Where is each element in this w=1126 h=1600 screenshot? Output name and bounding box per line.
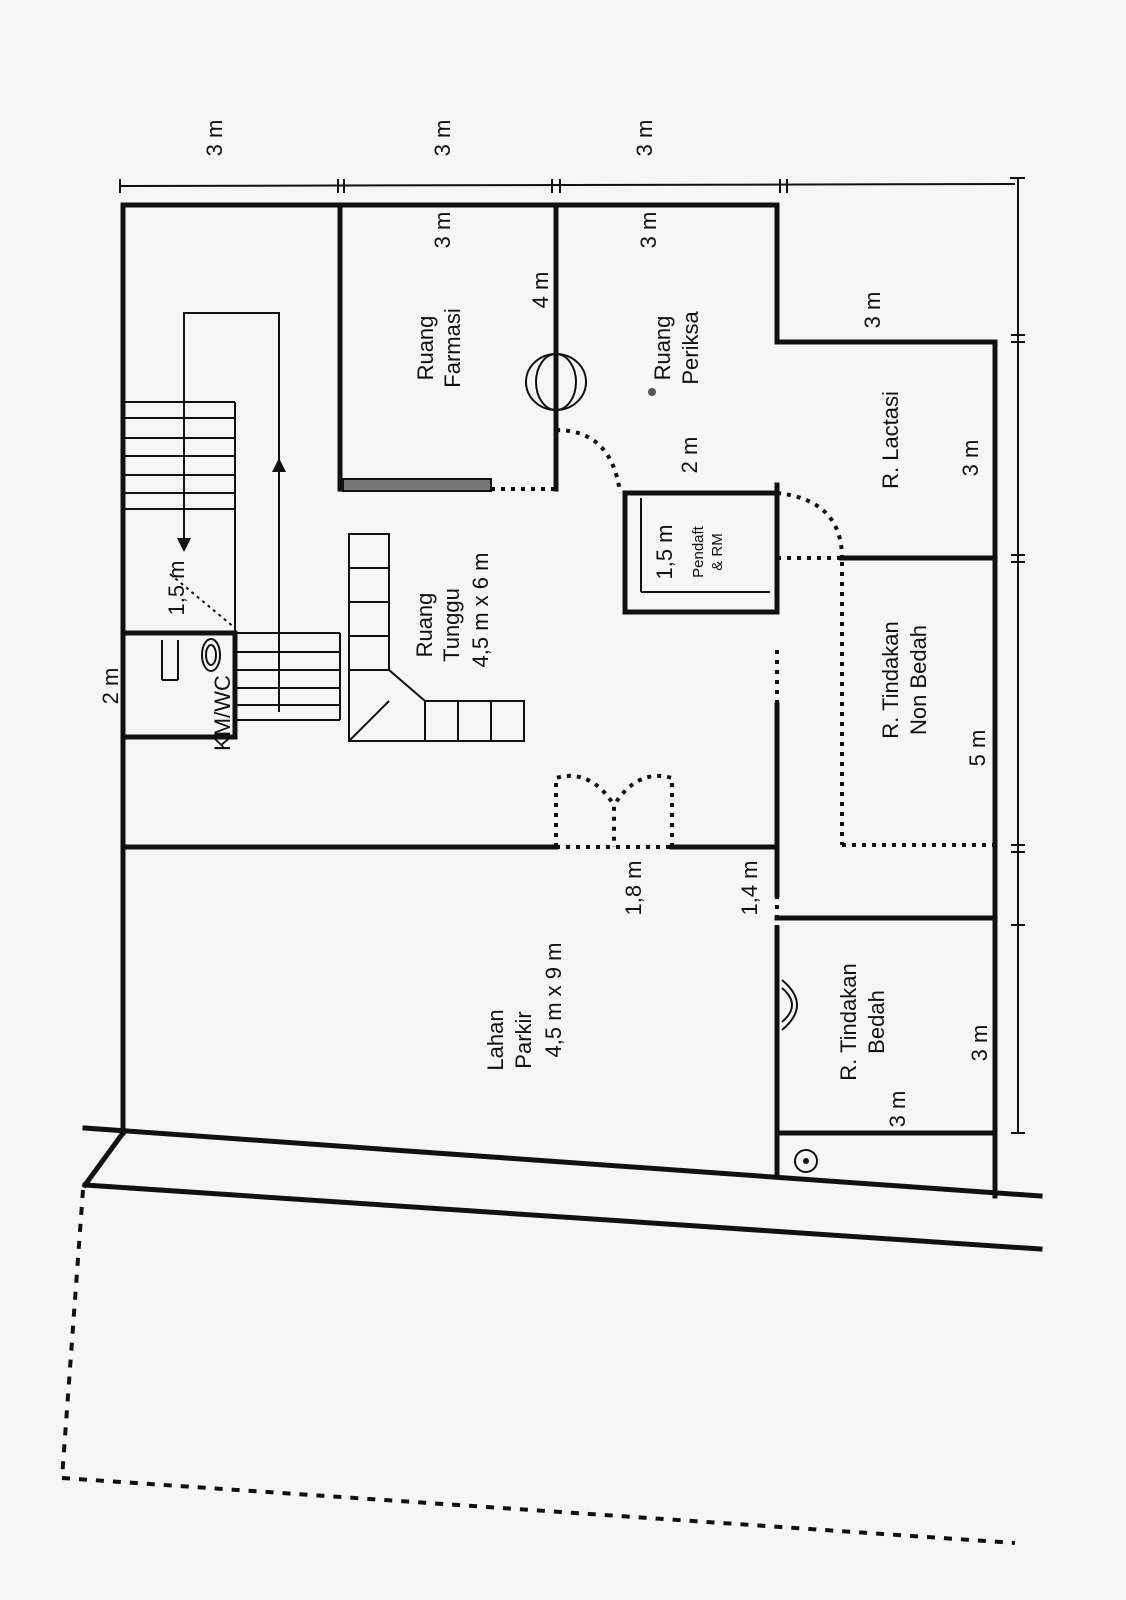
room-tunggu-line1: Ruang — [412, 593, 437, 658]
dim-pendaft: 1,5 m — [652, 524, 677, 579]
dim-bedah-bottom: 3 m — [967, 1025, 992, 1062]
outer-walls — [120, 202, 998, 1199]
labels: 3 m 3 m 3 m 3 m 3 m 4 m 2 m Ruang Farmas… — [98, 120, 992, 1128]
room-parkir-line1: Lahan — [483, 1009, 508, 1070]
dim-side-door: 1,4 m — [737, 860, 762, 915]
registration-booth — [622, 490, 780, 615]
door-swings — [554, 428, 844, 847]
dim-top-3: 3 m — [632, 120, 657, 157]
dim-periksa-depth: 2 m — [677, 437, 702, 474]
room-parkir-size: 4,5 m x 9 m — [541, 943, 566, 1058]
room-pendaft-line2: & RM — [709, 533, 726, 571]
dim-stair: 1,5 m — [164, 560, 189, 615]
dim-periksa-width: 3 m — [636, 212, 661, 249]
dimension-lines — [119, 177, 1025, 1134]
dim-lactasi-top: 3 m — [860, 292, 885, 329]
interior-walls — [120, 202, 998, 1136]
room-lactasi: R. Lactasi — [878, 391, 903, 489]
toilet-icon — [201, 638, 221, 672]
down-arrow-icon — [177, 538, 191, 552]
room-pendaft-line1: Pendaft — [690, 525, 707, 578]
room-bedah-line2: Bedah — [864, 990, 889, 1054]
room-nonbedah-line2: Non Bedah — [906, 625, 931, 735]
dim-farmasi-width: 3 m — [430, 212, 455, 249]
room-tunggu-size: 4,5 m x 6 m — [468, 553, 493, 668]
room-nonbedah-line1: R. Tindakan — [878, 621, 903, 738]
room-farmasi-line2: Farmasi — [440, 308, 465, 387]
up-arrow-icon — [272, 458, 286, 472]
dim-wc: 2 m — [98, 668, 123, 705]
room-periksa-line1: Ruang — [650, 316, 675, 381]
road-lines — [60, 1125, 1043, 1545]
room-wc: KM/WC — [210, 675, 235, 751]
sink-icon-2 — [781, 979, 798, 1031]
room-tunggu-line2: Tunggu — [439, 588, 464, 662]
waiting-chairs — [348, 533, 525, 742]
dim-top-1: 3 m — [202, 120, 227, 157]
room-farmasi-line1: Ruang — [413, 316, 438, 381]
fixtures — [525, 353, 818, 1173]
dim-lactasi-side: 3 m — [958, 440, 983, 477]
marker-icon — [794, 1149, 818, 1173]
room-parkir-line2: Parkir — [511, 1011, 536, 1068]
dim-bedah-side: 3 m — [885, 1091, 910, 1128]
dim-main-door: 1,8 m — [621, 860, 646, 915]
dim-nonbedah: 5 m — [965, 730, 990, 767]
dim-top-2: 3 m — [430, 120, 455, 157]
room-periksa-line2: Periksa — [678, 311, 703, 385]
room-bedah-line1: R. Tindakan — [836, 963, 861, 1080]
staircase — [123, 312, 341, 721]
dim-farmasi-depth: 4 m — [528, 272, 553, 309]
pharmacy-counter — [342, 478, 492, 492]
